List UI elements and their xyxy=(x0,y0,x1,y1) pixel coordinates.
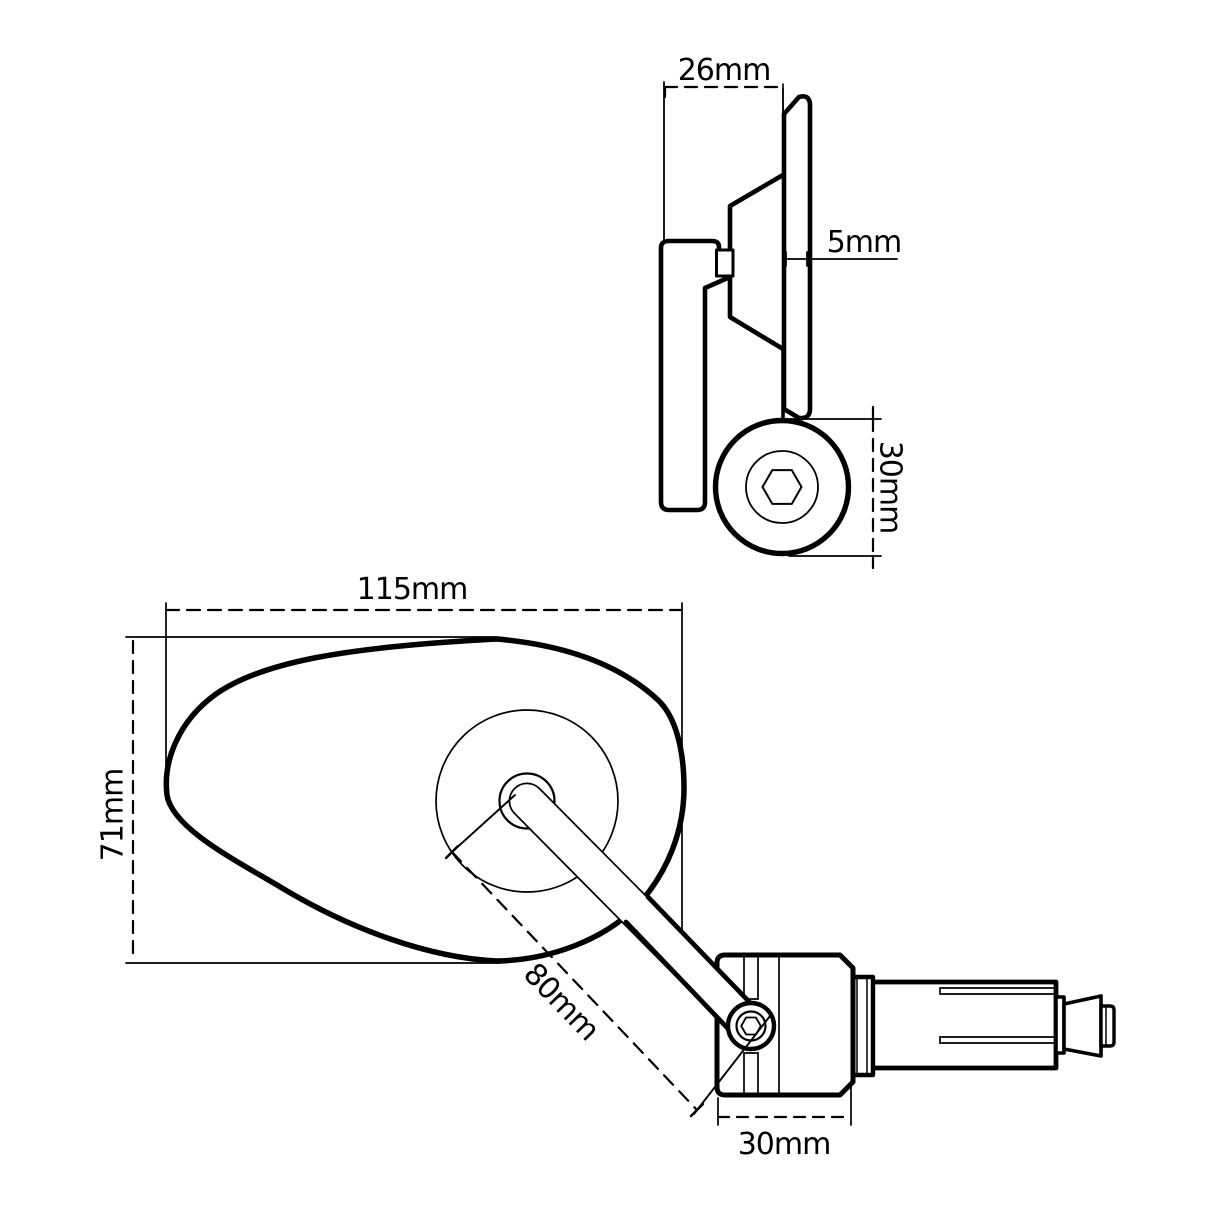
tick xyxy=(689,1102,705,1118)
pivot-tab xyxy=(715,248,735,278)
mirror-glass-profile xyxy=(781,94,813,421)
dimension-glass-thickness xyxy=(783,251,898,267)
clamp-body xyxy=(714,952,856,1098)
tick xyxy=(444,844,460,860)
arm-fill xyxy=(510,784,767,1043)
hex-socket-icon xyxy=(761,469,803,505)
label-head-width: 115mm xyxy=(357,572,468,607)
expander-cone xyxy=(1062,994,1103,1058)
clamp-circle xyxy=(712,417,852,557)
ball-joint-circle xyxy=(435,709,619,893)
dimension-line xyxy=(450,850,699,1112)
mirror-housing-profile xyxy=(727,169,791,355)
shaft-cylinder xyxy=(865,979,1059,1071)
mirror-body-profile xyxy=(658,238,733,513)
arm-hub-circle xyxy=(498,772,556,830)
side-view xyxy=(658,81,898,570)
extension-line xyxy=(451,794,516,853)
dimension-arm-length xyxy=(444,794,771,1118)
bolt-recess-circle xyxy=(745,450,819,524)
dimension-clamp-diameter xyxy=(788,405,882,570)
collet-slots xyxy=(939,987,1055,1044)
clamp-end-view xyxy=(712,417,852,557)
mirror-arm xyxy=(508,782,777,1052)
label-clamp-diameter: 30mm xyxy=(873,441,908,534)
front-view xyxy=(125,602,1116,1126)
label-mirror-width: 26mm xyxy=(678,53,771,88)
mirror-head-outline xyxy=(163,636,687,964)
arm-edge-thick xyxy=(623,919,739,1040)
dimension-clamp-width xyxy=(716,1085,853,1126)
extension-line xyxy=(693,1015,771,1115)
end-bolt-cap xyxy=(1099,1004,1116,1048)
label-clamp-width: 30mm xyxy=(738,1127,831,1162)
label-arm-length: 80mm xyxy=(516,957,606,1048)
arm-edge-thick xyxy=(645,894,763,1016)
dimension-head-height xyxy=(125,636,501,964)
label-glass-thickness: 5mm xyxy=(827,225,902,260)
label-head-height: 71mm xyxy=(96,769,131,862)
bar-end-mount xyxy=(714,952,1116,1098)
